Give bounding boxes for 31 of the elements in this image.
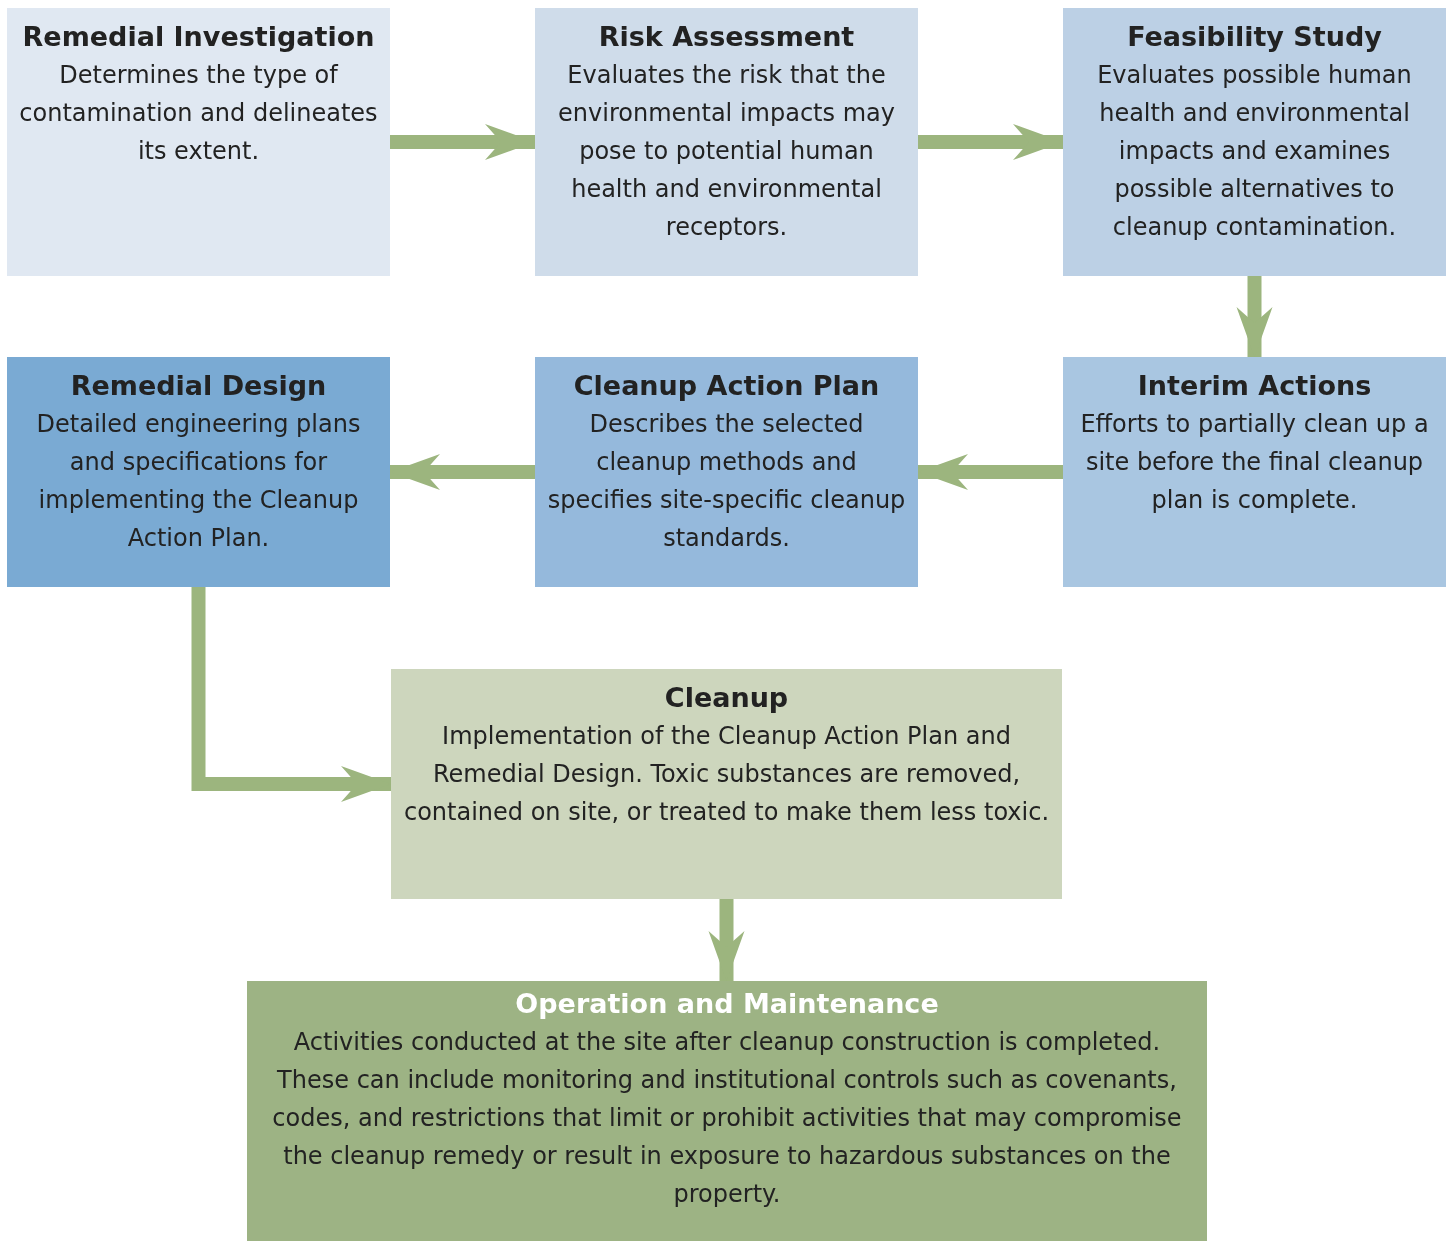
arrow — [390, 454, 535, 490]
box-description: Efforts to partially clean up a site before the final cleanup plan is complete. — [1079, 409, 1430, 516]
box-title: Operation and Maintenance — [514, 987, 940, 1021]
box-title: Risk Assessment — [597, 20, 856, 54]
box-title: Cleanup Action Plan — [572, 369, 881, 403]
process-box — [247, 981, 1207, 1241]
process-box — [1063, 8, 1446, 276]
box-title: Feasibility Study — [1126, 20, 1383, 54]
arrow — [1236, 276, 1273, 357]
box-description: Describes the selected cleanup methods and specifies site-specific cleanup standards. — [547, 409, 906, 554]
process-box — [1063, 357, 1446, 587]
box-title: Cleanup — [663, 681, 790, 715]
box-title: Remedial Design — [69, 369, 328, 403]
arrow — [918, 454, 1063, 490]
box-description: Determines the type of contamination and delineates its extent. — [19, 60, 378, 167]
box-description: Evaluates possible human health and environmental impacts and examines possible alternatives to cleanup contamination. — [1096, 60, 1413, 243]
arrow — [390, 124, 535, 160]
box-title: Remedial Investigation — [21, 20, 376, 54]
box-description: Implementation of the Cleanup Action Plan and Remedial Design. Toxic substances are removed, contained on site, or treated to make them less toxic. — [403, 721, 1050, 828]
arrow — [191, 587, 391, 802]
process-box — [7, 357, 390, 587]
box-description: Detailed engineering plans and specifications for implementing the Cleanup Action Plan. — [35, 409, 362, 554]
process-box — [391, 669, 1062, 899]
arrow — [918, 124, 1063, 160]
process-box — [7, 8, 390, 276]
arrow — [708, 899, 745, 981]
process-box — [535, 8, 918, 276]
box-description: Activities conducted at the site after cleanup construction is completed. These can include monitoring and institutional controls such as covenants, codes, and restrictions that limit or prohibit activities that may compromise the cleanup remedy or result in exposure to hazardous substances on the property. — [271, 1027, 1183, 1210]
process-box — [535, 357, 918, 587]
box-description: Evaluates the risk that the environmental impacts may pose to potential human health and environmental receptors. — [557, 60, 896, 243]
box-title: Interim Actions — [1136, 369, 1373, 403]
